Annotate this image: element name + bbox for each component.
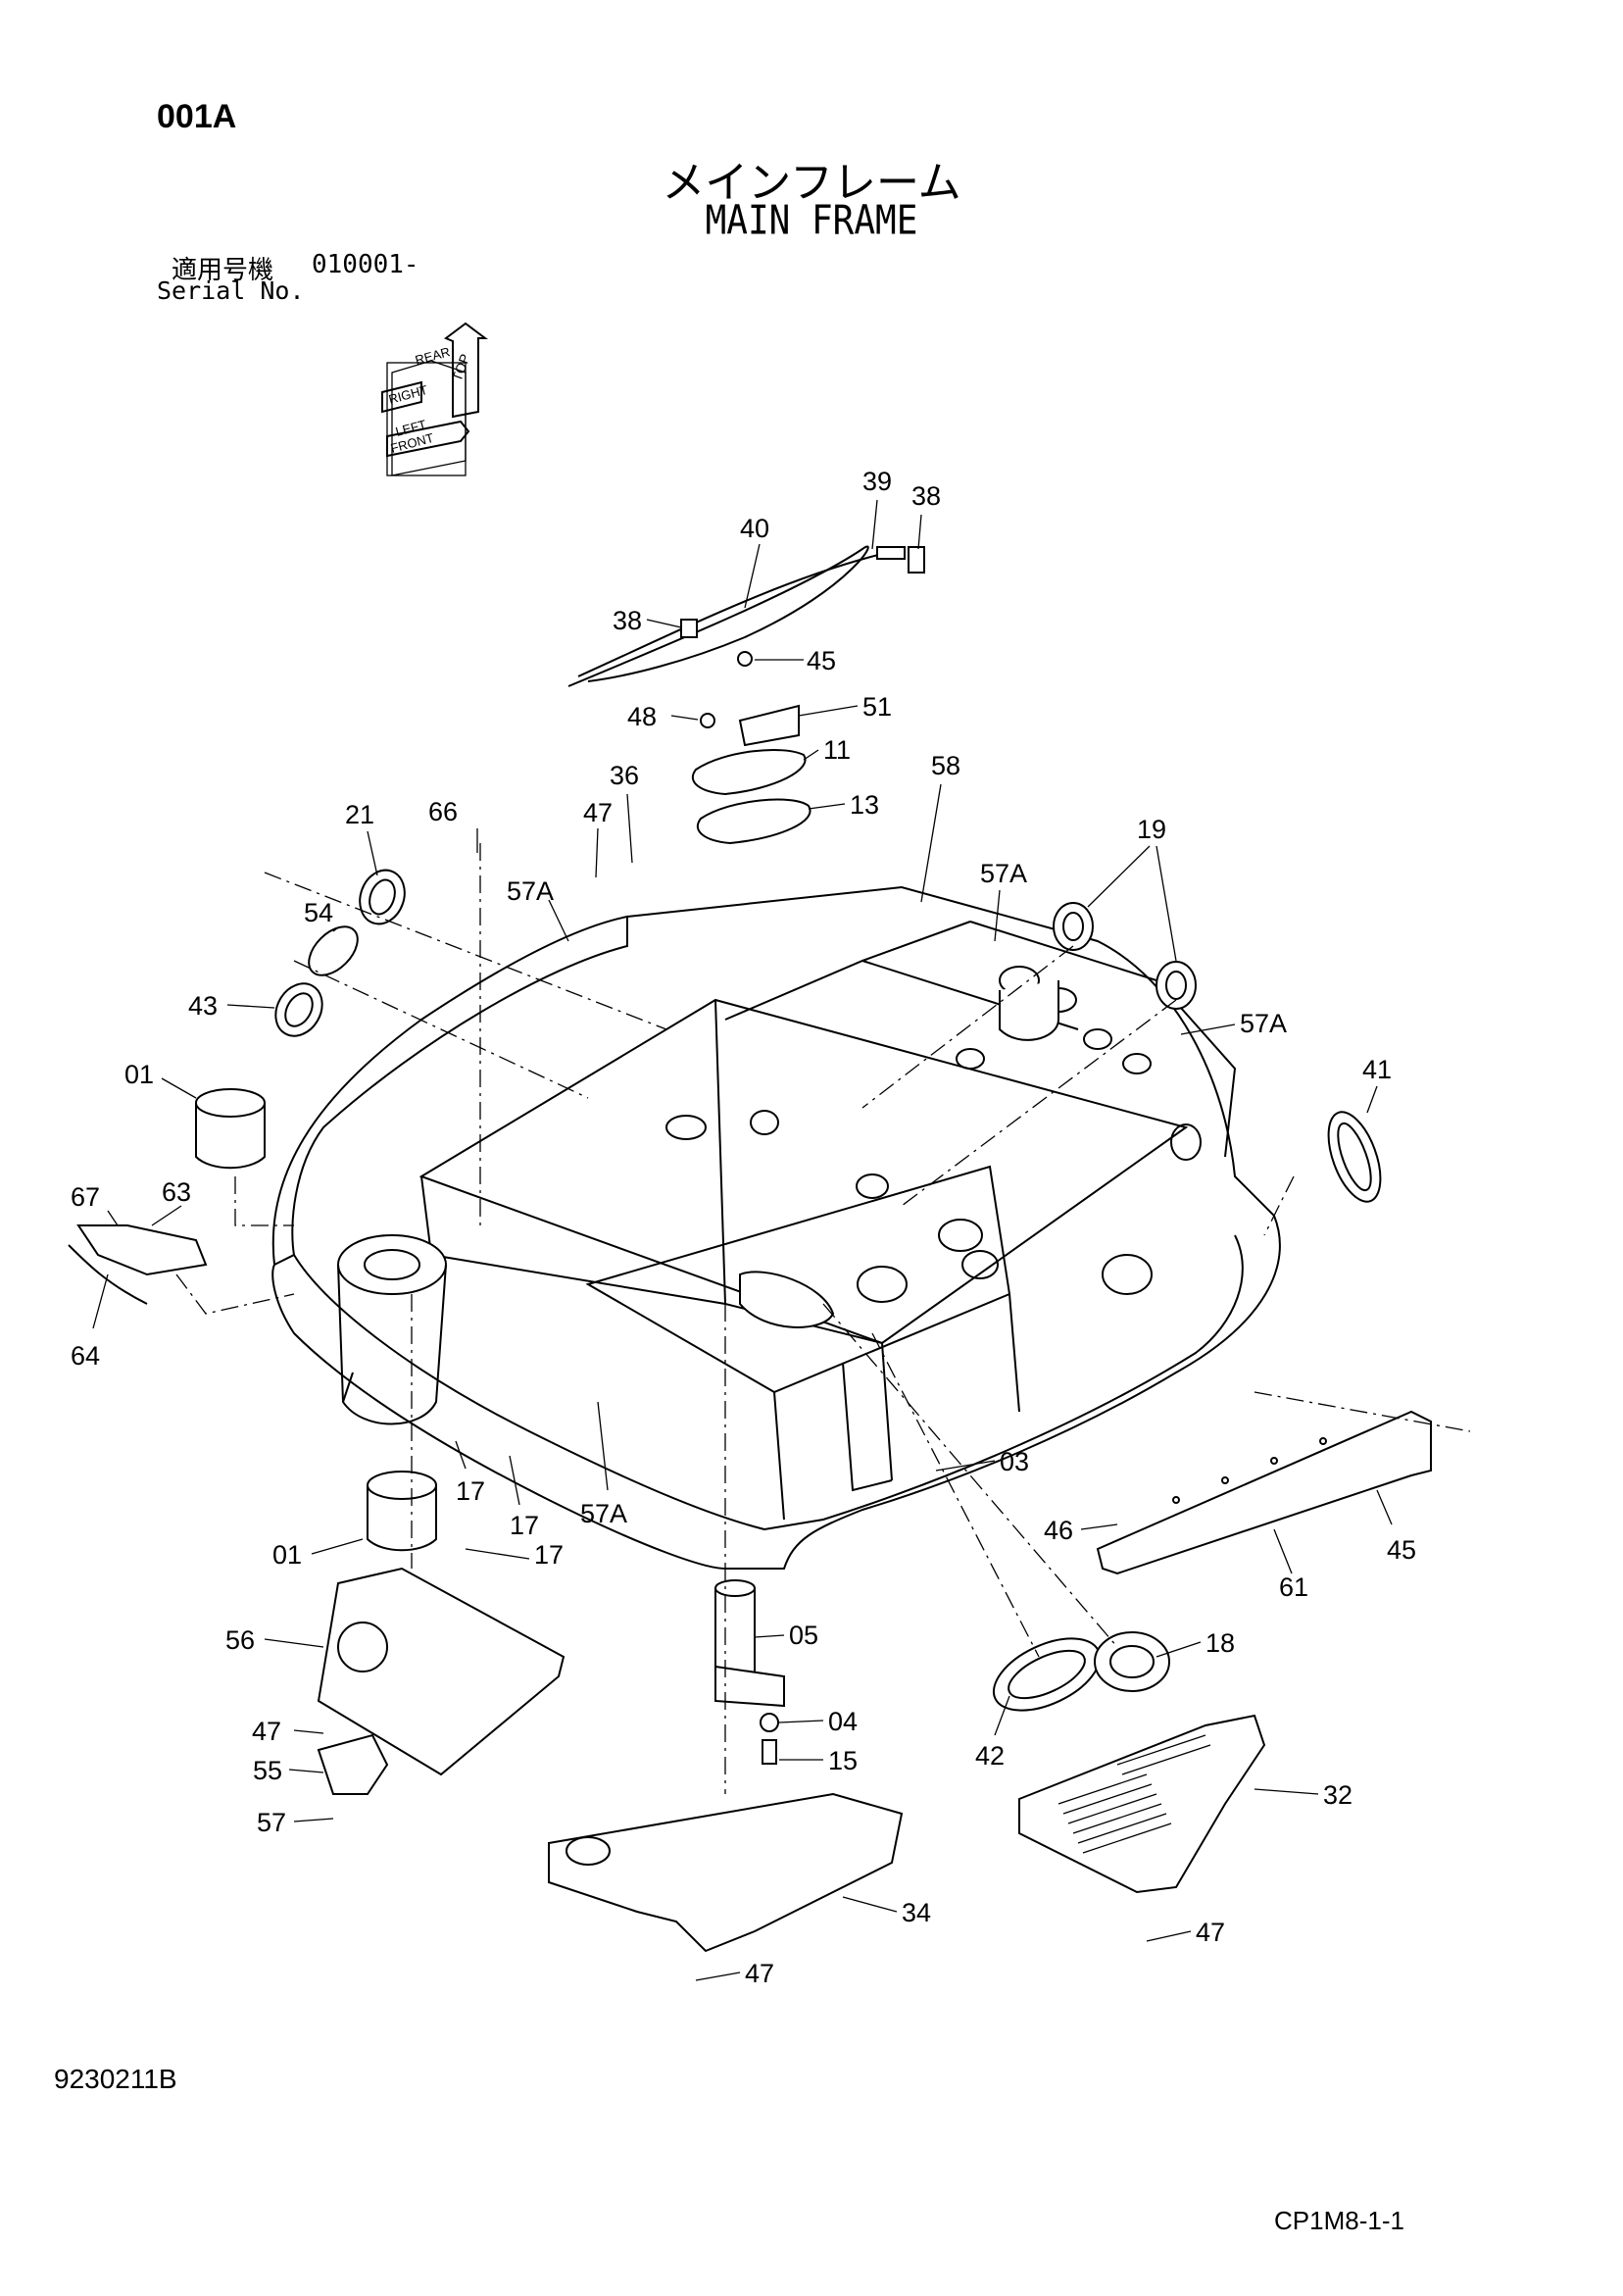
callout-05: 05 <box>789 1621 818 1650</box>
under-cover-left <box>317 1567 566 1795</box>
callout-57a-3: 57A <box>1240 1009 1287 1038</box>
callout-47a: 47 <box>583 798 613 827</box>
callout-47d: 47 <box>745 1959 774 1988</box>
callout-57a-4: 57A <box>580 1499 627 1528</box>
title-japanese: メインフレーム <box>662 158 961 208</box>
callout-58: 58 <box>931 751 960 780</box>
callout-41: 41 <box>1362 1055 1392 1084</box>
serial-label-japanese: 適用号機 <box>172 256 274 285</box>
callout-18: 18 <box>1205 1628 1235 1658</box>
callout-11: 11 <box>823 735 851 765</box>
page-code: CP1M8-1-1 <box>1274 2206 1404 2235</box>
callout-43: 43 <box>188 991 218 1021</box>
callout-01a: 01 <box>124 1060 154 1089</box>
callout-51: 51 <box>862 692 892 722</box>
orientation-right: RIGHT <box>387 382 429 407</box>
title-english: MAIN FRAME <box>705 197 918 245</box>
side-rail <box>1096 1410 1432 1575</box>
callout-17a: 17 <box>456 1476 485 1506</box>
callout-46: 46 <box>1044 1516 1073 1545</box>
upper-plates <box>691 651 812 845</box>
callout-38a: 38 <box>911 481 941 511</box>
callout-47c: 47 <box>1196 1918 1225 1947</box>
callouts: 39 38 40 38 45 48 51 11 13 36 58 21 66 4… <box>71 467 1416 1988</box>
callout-57: 57 <box>257 1808 286 1837</box>
callout-32: 32 <box>1323 1780 1352 1810</box>
main-frame-body <box>271 885 1281 1570</box>
serial-label-english: Serial No. <box>157 276 305 305</box>
callout-40: 40 <box>740 514 769 543</box>
wire-harness <box>567 545 925 687</box>
callout-54: 54 <box>304 898 333 927</box>
callout-03: 03 <box>1000 1447 1029 1476</box>
bushings <box>195 1088 437 1552</box>
callout-01b: 01 <box>272 1540 302 1570</box>
callout-57a-2: 57A <box>980 859 1027 888</box>
orientation-rear: REAR <box>414 344 452 368</box>
callout-04: 04 <box>828 1707 858 1736</box>
drawing-number: 9230211B <box>54 2064 177 2094</box>
callout-47b: 47 <box>252 1717 281 1746</box>
callout-67: 67 <box>71 1182 100 1212</box>
callout-45b: 45 <box>1387 1535 1416 1565</box>
callout-38b: 38 <box>613 606 642 635</box>
page-id: 001A <box>157 98 237 135</box>
callout-42: 42 <box>975 1741 1005 1771</box>
under-cover-center <box>548 1792 904 1953</box>
callout-64: 64 <box>71 1341 100 1371</box>
callout-17b: 17 <box>510 1511 539 1540</box>
callout-63: 63 <box>162 1177 191 1207</box>
callout-66: 66 <box>428 797 458 826</box>
serial-value: 010001- <box>312 250 419 279</box>
callout-34: 34 <box>902 1898 931 1927</box>
callout-21: 21 <box>345 800 374 829</box>
callout-56: 56 <box>225 1625 255 1655</box>
orientation-icon: TOP REAR RIGHT LEFT FRONT <box>381 322 488 476</box>
assembly-lines <box>175 843 1471 1794</box>
under-cover-right <box>1018 1714 1266 1894</box>
callout-48: 48 <box>627 702 657 731</box>
callout-57a-1: 57A <box>507 876 554 906</box>
callout-17c: 17 <box>534 1540 564 1570</box>
callout-39: 39 <box>862 467 892 496</box>
callout-45a: 45 <box>807 646 836 675</box>
callout-19: 19 <box>1137 815 1166 844</box>
grommets <box>274 869 1382 1712</box>
callout-15: 15 <box>828 1746 858 1775</box>
callout-55: 55 <box>253 1756 282 1785</box>
bracket-left <box>68 1224 208 1305</box>
callout-61: 61 <box>1279 1572 1308 1602</box>
callout-13: 13 <box>850 790 879 820</box>
swing-post <box>337 1234 447 1425</box>
callout-36: 36 <box>610 761 639 790</box>
